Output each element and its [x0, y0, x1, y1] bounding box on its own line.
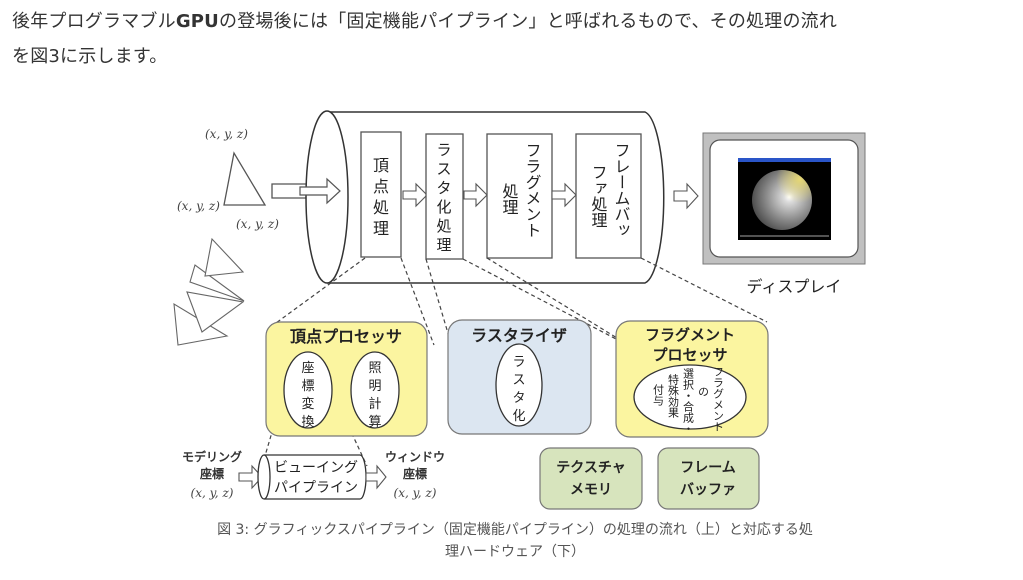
- fragment-processor-title-2: プロセッサ: [652, 346, 727, 364]
- coord-label-right: (x, y, z): [236, 217, 279, 231]
- coord-transform-char: 標: [301, 379, 314, 394]
- stage-fragment-processing: フラグメント 処理: [486, 133, 553, 259]
- stage2-char: 処: [436, 217, 451, 235]
- stage-rasterization: ラ ス タ 化 処 理: [425, 133, 464, 260]
- fragment-unit-col2: の: [697, 386, 710, 397]
- stage2-char: タ: [436, 179, 451, 197]
- stage1-char: 頂: [373, 156, 389, 175]
- lighting-char: 照: [368, 361, 381, 376]
- rasterize-char: ス: [512, 373, 525, 388]
- coord-transform-char: 変: [301, 396, 314, 412]
- vertex-triangle: [223, 151, 267, 206]
- modeling-coords-label: モデリング: [182, 449, 242, 464]
- stage1-char: 点: [373, 177, 389, 196]
- lighting-char: 明: [368, 379, 381, 394]
- paragraph-line-2: を図3に示します。: [12, 46, 168, 67]
- window-arrow-icon: [365, 464, 387, 490]
- lighting-char: 算: [368, 415, 381, 430]
- stage-arrow-icon: [551, 182, 577, 208]
- lighting-char: 計: [368, 396, 381, 412]
- vertex-processor-title: 頂点プロセッサ: [290, 327, 402, 346]
- stage-vertex-processing: 頂 点 処 理: [360, 131, 402, 258]
- paragraph-line-1: 後年プログラマブルGPUの登場後には「固定機能パイプライン」と呼ばれるもので、そ…: [12, 4, 1017, 39]
- coord-label-left: (x, y, z): [177, 199, 220, 213]
- stage4-line1: フレームバッ: [612, 142, 631, 238]
- vertex-processor-box: 頂点プロセッサ 座 標 変 換 照 明 計 算: [265, 321, 428, 437]
- modeling-arrow-icon: [238, 464, 263, 490]
- caption-line-1: 図 3: グラフィックスパイプライン（固定機能パイプライン）の処理の流れ（上）と…: [217, 522, 813, 538]
- stage2-char: 理: [436, 236, 451, 254]
- output-arrow-icon: [673, 182, 699, 210]
- rasterize-char: 化: [512, 409, 525, 424]
- rasterize-char: ラ: [512, 355, 525, 370]
- fragment-processor-title-1: フラグメント: [645, 326, 735, 344]
- window-coords-label-2: 座標: [402, 466, 427, 481]
- figure-caption: 図 3: グラフィックスパイプライン（固定機能パイプライン）の処理の流れ（上）と…: [150, 519, 880, 563]
- viewing-pipeline: ビューイング パイプライン: [257, 454, 367, 500]
- frame-buffer-line1: フレーム: [680, 460, 736, 476]
- fragment-processor-box: フラグメント プロセッサ フラグメント の 選択・合成・ 特殊効果 付与: [615, 320, 769, 438]
- window-coords-label: ウィンドウ: [385, 450, 445, 464]
- stage1-char: 処: [373, 198, 389, 217]
- window-coords-xyz: (x, y, z): [394, 486, 437, 500]
- frame-buffer-box: フレーム バッファ: [657, 447, 760, 510]
- frame-buffer-line2: バッファ: [680, 482, 736, 498]
- rasterizer-title: ラスタライザ: [471, 326, 567, 345]
- triangle-stack: [173, 237, 245, 346]
- texture-memory-line2: メモリ: [570, 482, 612, 498]
- coord-label-top: (x, y, z): [205, 127, 248, 141]
- fragment-unit-col4: 特殊効果: [667, 373, 680, 419]
- stage3-line2: 処理: [500, 183, 519, 215]
- stage-arrow-icon: [402, 182, 428, 208]
- viewing-pipeline-line2: パイプライン: [274, 480, 358, 496]
- coord-transform-char: 座: [301, 361, 314, 376]
- rasterize-char: タ: [512, 391, 525, 406]
- stage-framebuffer-processing: フレームバッ ファ処理: [575, 133, 642, 259]
- display-label: ディスプレイ: [747, 277, 842, 296]
- fragment-unit-col5: 付与: [652, 384, 665, 406]
- paragraph-bold-gpu: GPU: [175, 11, 219, 32]
- intro-paragraph: 後年プログラマブルGPUの登場後には「固定機能パイプライン」と呼ばれるもので、そ…: [12, 4, 1017, 74]
- stage2-char: ラ: [436, 141, 451, 159]
- stage-arrow-icon: [463, 182, 488, 208]
- texture-memory-line1: テクスチャ: [556, 460, 625, 476]
- stage3-line1: フラグメント: [523, 142, 542, 238]
- texture-memory-box: テクスチャ メモリ: [539, 447, 643, 510]
- fragment-unit-col1: フラグメント: [712, 366, 725, 432]
- modeling-coords-label-2: 座標: [199, 466, 224, 481]
- stage2-char: 化: [436, 198, 451, 216]
- coord-transform-char: 換: [301, 415, 314, 430]
- stage4-line2: ファ処理: [589, 164, 608, 228]
- fragment-unit-col3: 選択・合成・: [682, 368, 695, 434]
- caption-line-2: 理ハードウェア（下）: [445, 544, 585, 560]
- viewing-pipeline-line1: ビューイング: [274, 460, 358, 476]
- stage2-char: ス: [436, 160, 451, 178]
- stage1-char: 理: [373, 219, 389, 238]
- display-monitor: [702, 132, 866, 265]
- modeling-coords-xyz: (x, y, z): [191, 486, 234, 500]
- rasterizer-box: ラスタライザ ラ ス タ 化: [447, 319, 592, 435]
- paragraph-text-1: 後年プログラマブル: [12, 11, 176, 32]
- paragraph-text-2: の登場後には「固定機能パイプライン」と呼ばれるもので、その処理の流れ: [219, 11, 838, 32]
